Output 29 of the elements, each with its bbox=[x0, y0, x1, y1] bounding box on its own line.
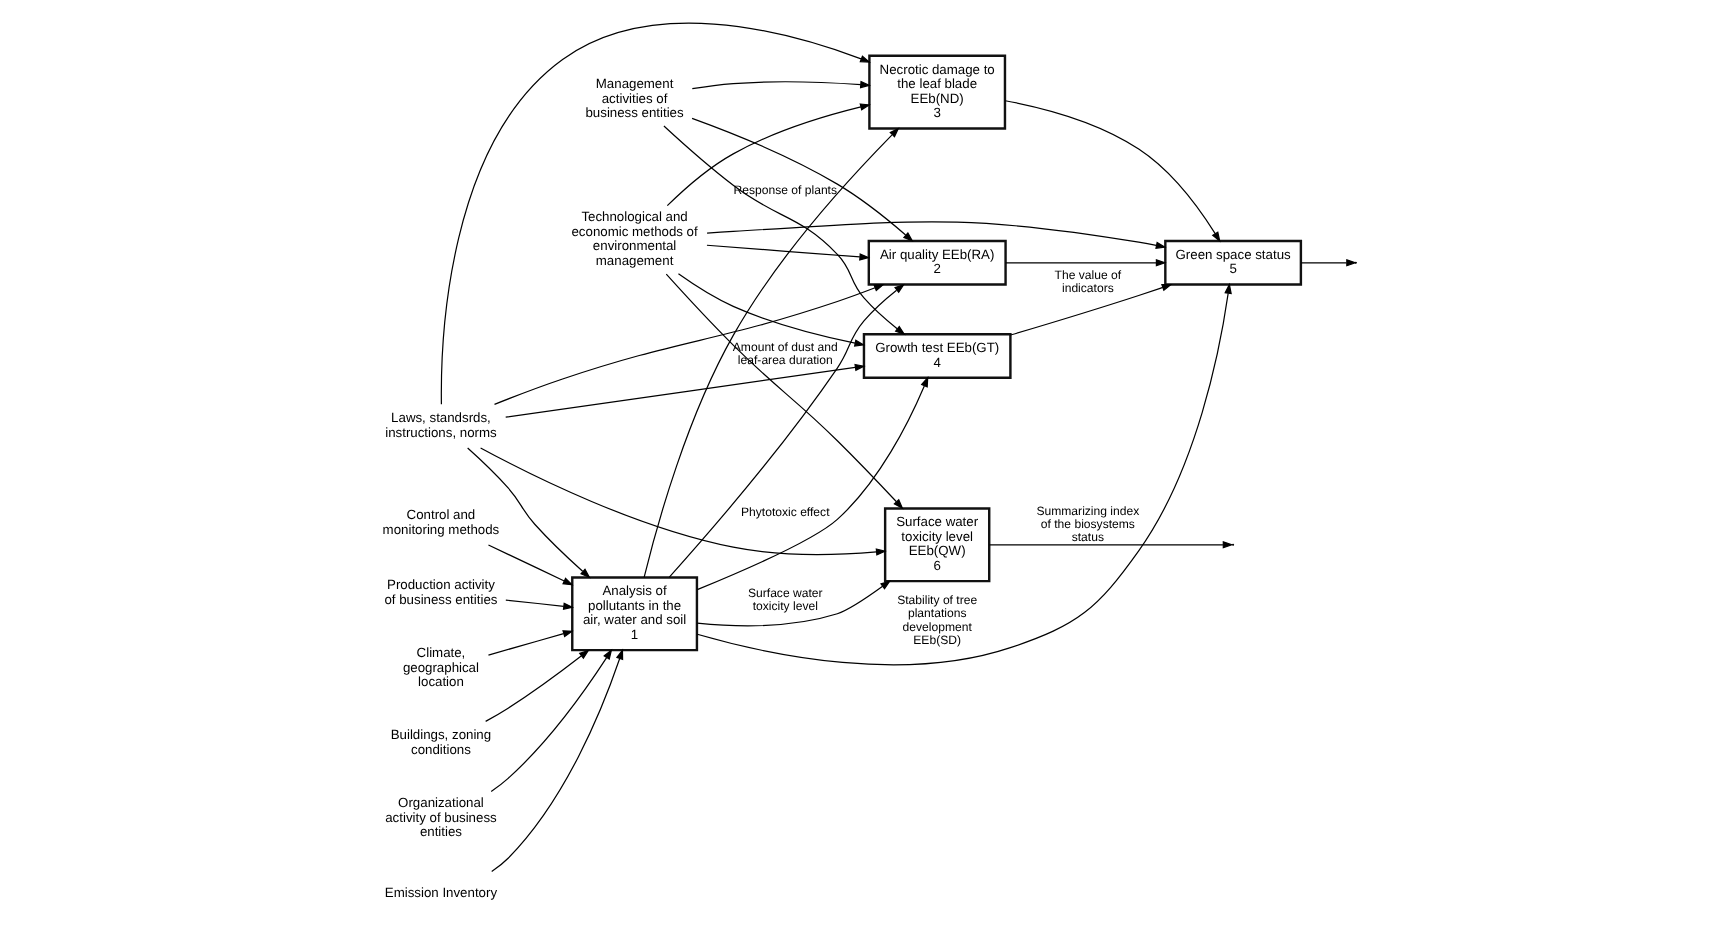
arrow bbox=[1005, 257, 1167, 266]
arrow bbox=[643, 126, 900, 577]
arrow bbox=[490, 647, 613, 792]
arrow bbox=[505, 362, 866, 417]
arrow bbox=[691, 79, 872, 89]
arrow bbox=[706, 243, 871, 260]
arrow bbox=[440, 21, 871, 404]
arrow bbox=[696, 579, 892, 626]
arrow bbox=[665, 272, 904, 509]
arrow bbox=[487, 629, 574, 655]
arrow bbox=[677, 272, 866, 346]
arrow bbox=[1300, 257, 1358, 266]
arrow bbox=[485, 648, 590, 721]
arrow bbox=[505, 598, 575, 610]
arrow bbox=[487, 543, 574, 585]
arrow bbox=[467, 446, 591, 578]
arrow bbox=[696, 375, 929, 590]
arrow bbox=[493, 283, 885, 404]
arrow bbox=[663, 124, 906, 335]
arrow bbox=[491, 647, 624, 871]
arrow bbox=[706, 220, 1167, 249]
arrow bbox=[696, 281, 1232, 665]
arrow bbox=[988, 539, 1234, 548]
arrow bbox=[691, 116, 914, 241]
arrow bbox=[480, 446, 887, 555]
arrow bbox=[1004, 99, 1221, 242]
arrow bbox=[1009, 282, 1173, 335]
arrow bbox=[666, 102, 871, 206]
arrow bbox=[668, 282, 905, 577]
